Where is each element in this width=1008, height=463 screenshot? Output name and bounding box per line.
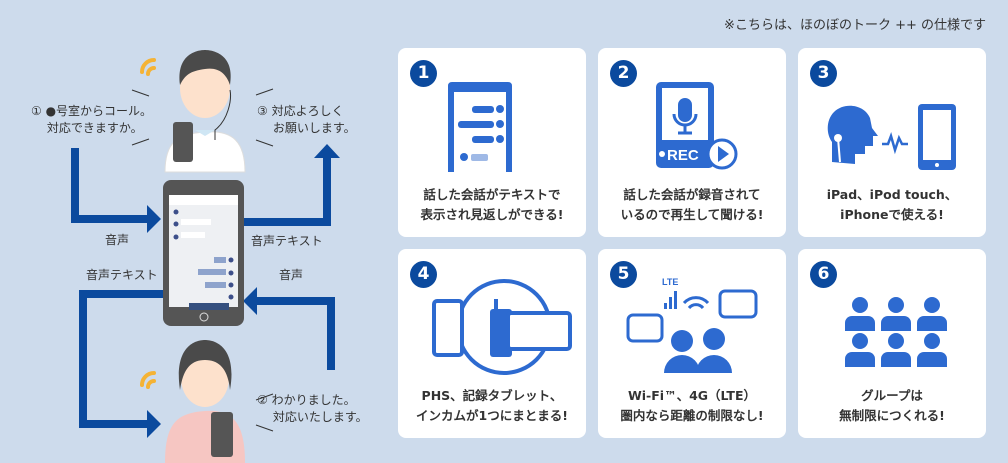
feature-number: 4: [410, 261, 437, 288]
feature-number: 2: [610, 60, 637, 87]
feature-card-3: 3 iPad、iPod touch、 iPhoneで使える!: [798, 48, 986, 237]
wifi-lte-icon: LTE: [626, 277, 758, 373]
recording-icon: REC: [656, 82, 738, 170]
feature-number: 6: [810, 261, 837, 288]
feature-number: 3: [810, 60, 837, 87]
person-body: [917, 316, 947, 331]
speech-lines: [131, 88, 274, 432]
staff-woman-illustration: [165, 340, 245, 463]
feature-card-2: 2 REC 話した会話が録音されて いるので再生して聞ける!: [598, 48, 786, 237]
flow-diagram: [71, 50, 340, 463]
feature-card-5: 5 LTE Wi-Fi™、4G（LTE） 圏内なら距離の制限なし!: [598, 249, 786, 438]
feature-caption: 話した会話が録音されて いるので再生して聞ける!: [620, 187, 764, 222]
person-body: [881, 352, 911, 367]
feature-caption: Wi-Fi™、4G（LTE） 圏内なら距離の制限なし!: [620, 388, 764, 423]
group-icon: [845, 297, 947, 367]
arrow-voicetext-2: [79, 290, 165, 438]
person-head: [888, 297, 904, 313]
arrow-voicetext-1: [243, 144, 340, 226]
person-body: [917, 352, 947, 367]
feature-card-4: 4 PHS、記録タブレット、 インカムが1つにまとまる!: [398, 249, 586, 438]
rec-label: REC: [667, 147, 699, 164]
person-head: [924, 297, 940, 313]
feature-card-1: 1 話した会話がテキストで 表示され見返しができる!: [398, 48, 586, 237]
devices-icon: [432, 279, 572, 375]
arrow-voice-2: [243, 287, 335, 370]
label-voice-1: 音声: [105, 233, 130, 247]
staff-man-illustration: [164, 50, 246, 173]
label-voicetext-1: 音声テキスト: [251, 234, 323, 248]
flow-arrows: [71, 144, 340, 438]
speech-1: ① ●号室からコール。 対応できますか。: [31, 104, 153, 135]
person-head: [924, 333, 940, 349]
spec-note: ※こちらは、ほのぼのトーク ++ の仕様です: [724, 18, 986, 33]
person-head: [852, 297, 868, 313]
feature-number: 5: [610, 261, 637, 288]
speech-2: ② わかりました。 対応いたします。: [257, 393, 368, 424]
person-body: [845, 316, 875, 331]
feature-caption: PHS、記録タブレット、 インカムが1つにまとまる!: [416, 388, 568, 423]
arrow-voice-1: [71, 148, 161, 233]
feature-caption: 話した会話がテキストで 表示され見返しができる!: [420, 187, 564, 222]
speech-3: ③ 対応よろしく お願いします。: [257, 104, 356, 135]
feature-number: 1: [410, 60, 437, 87]
voice-to-tablet-icon: [827, 104, 956, 170]
person-head: [888, 333, 904, 349]
signal-icon-bottom: [140, 371, 156, 389]
feature-caption: iPad、iPod touch、 iPhoneで使える!: [826, 187, 958, 222]
svg-text:LTE: LTE: [662, 277, 678, 287]
label-voice-2: 音声: [279, 268, 304, 282]
chat-text-icon: [448, 82, 512, 172]
person-body: [845, 352, 875, 367]
smartphone-illustration: [163, 180, 244, 326]
person-head: [852, 333, 868, 349]
signal-icon-top: [140, 58, 156, 76]
person-body: [881, 316, 911, 331]
feature-caption: グループは 無制限につくれる!: [839, 388, 945, 423]
feature-card-6: 6 グループは 無制限につくれる!: [798, 249, 986, 438]
label-voicetext-2: 音声テキスト: [86, 268, 158, 282]
